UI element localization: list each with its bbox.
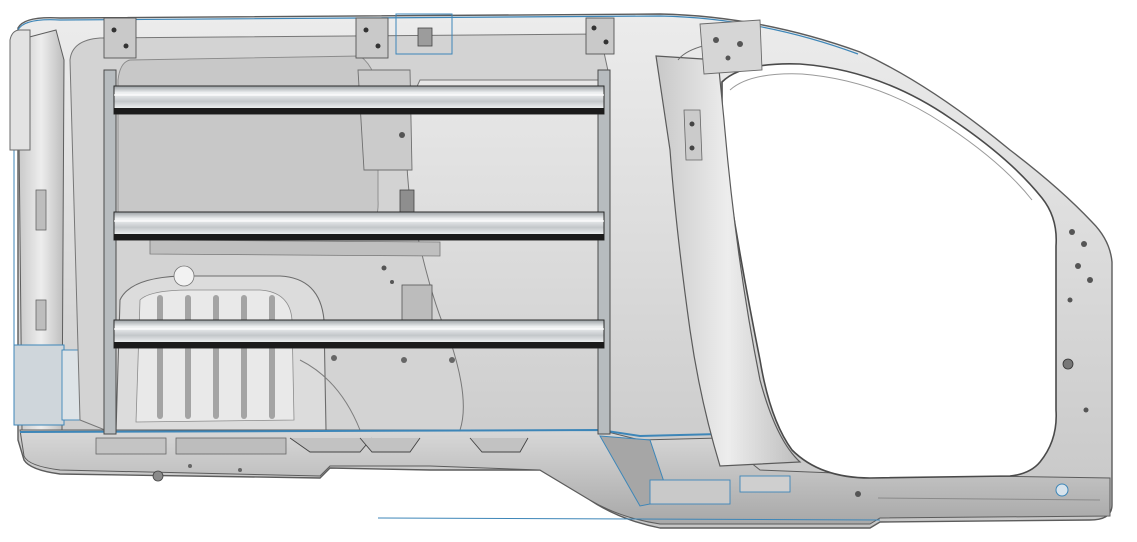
rack-rail-lower <box>113 319 605 349</box>
front-pillar-holes <box>855 229 1093 497</box>
fastener-marks <box>188 355 455 472</box>
b-pillar <box>655 39 802 467</box>
roof-brackets <box>103 13 615 59</box>
rack-rails <box>113 85 605 349</box>
rack-rail-middle <box>113 211 605 241</box>
door-aperture <box>721 63 1058 479</box>
roof-rail-detail <box>699 19 763 75</box>
rack-rail-upper <box>113 85 605 115</box>
rocker-sill <box>19 428 1111 525</box>
rear-pillar <box>9 29 99 441</box>
